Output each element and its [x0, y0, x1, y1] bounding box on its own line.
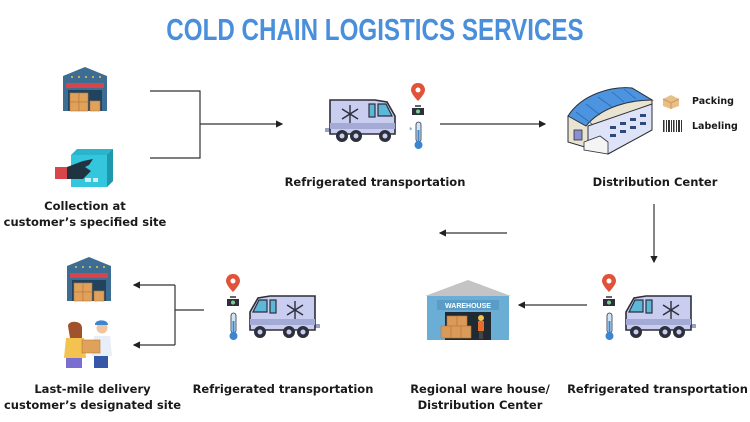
tracking-sensors-icon-2 — [602, 274, 616, 340]
box-icon — [662, 95, 680, 109]
distribution-center-icon — [567, 87, 654, 155]
regional-warehouse-icon: WAREHOUSE — [425, 280, 511, 340]
transport2-label: Refrigerated transportation — [567, 382, 748, 396]
refrigerated-truck-icon-3 — [249, 295, 320, 338]
connector-collection-merge — [150, 90, 282, 159]
page-title: COLD CHAIN LOGISTICS SERVICES — [166, 12, 584, 47]
regional-label: Regional ware house/ Distribution Center — [410, 382, 550, 412]
tracking-sensors-icon: * — [409, 83, 425, 149]
connector-lastmile-split — [134, 284, 204, 346]
collection-label: Collection at customer’s specified site — [3, 199, 167, 229]
thermometer-icon: * — [409, 121, 423, 149]
refrigerated-truck-icon-2 — [625, 295, 696, 338]
distribution-label: Distribution Center — [592, 175, 718, 189]
tracking-sensors-icon-3 — [226, 274, 240, 340]
gps-tracker-icon — [412, 105, 424, 115]
delivery-handover-icon — [64, 320, 112, 368]
transport1-label: Refrigerated transportation — [284, 175, 466, 189]
warehouse-sign: WAREHOUSE — [445, 303, 491, 310]
barcode-icon — [663, 120, 682, 132]
labeling-label: Labeling — [692, 121, 738, 132]
warehouse-icon-2 — [67, 257, 111, 302]
transport3-label: Refrigerated transportation — [192, 382, 374, 396]
warehouse-icon — [63, 67, 107, 112]
lastmile-label: Last-mile delivery customer’s designated… — [3, 382, 181, 412]
hand-package-icon — [55, 149, 113, 187]
packing-label: Packing — [692, 96, 734, 107]
refrigerated-truck-icon — [325, 99, 396, 142]
svg-text:*: * — [409, 126, 413, 134]
